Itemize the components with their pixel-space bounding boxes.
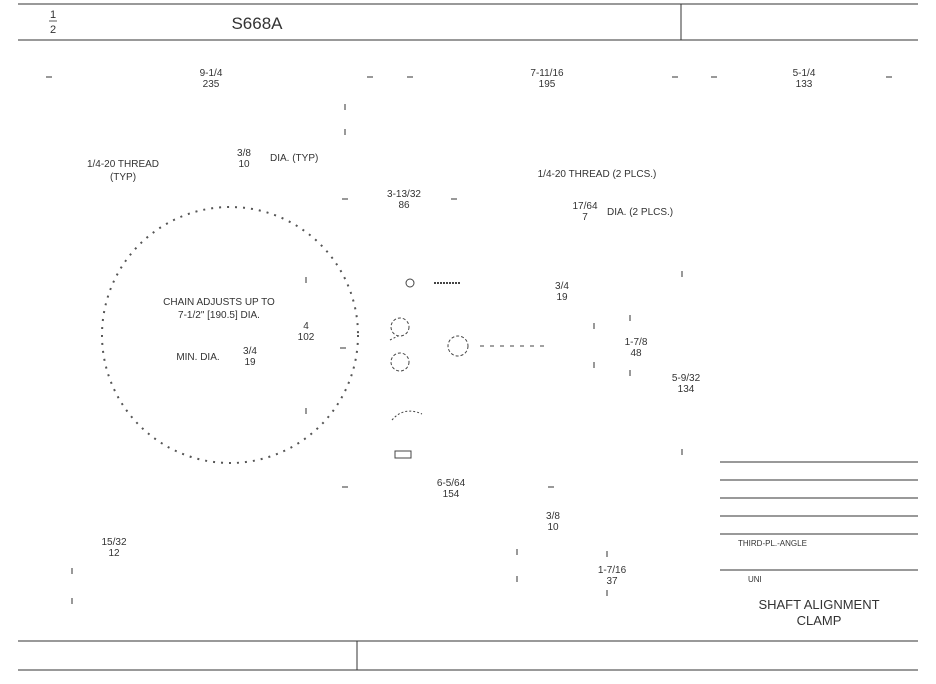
dim-label: 7-11/16 (530, 68, 564, 79)
dim-label: 235 (203, 79, 220, 90)
title-block-table (720, 461, 918, 571)
dim-label: 10 (238, 159, 250, 170)
dim-label: 195 (539, 79, 556, 90)
dim-label: 48 (630, 348, 642, 359)
dim-label: 5-9/32 (672, 373, 701, 384)
dim-label: 19 (556, 292, 568, 303)
dimension-labels: 9-1/4 235 7-11/16 195 5-1/4 133 3/8 10 3… (101, 68, 815, 587)
dim-label: 15/32 (101, 537, 126, 548)
scale-denominator: 2 (50, 24, 56, 36)
dim-label: 19 (244, 357, 256, 368)
dim-label: 3-13/32 (387, 189, 421, 200)
drawing-frame (18, 3, 918, 671)
chain-outline (101, 206, 359, 464)
note-typ: (TYP) (110, 172, 136, 183)
dim-label: 3/8 (237, 148, 251, 159)
title-block-row: UNI (748, 575, 762, 584)
dim-label: 3/4 (243, 346, 257, 357)
dim-label: 37 (606, 576, 618, 587)
dim-label: 5-1/4 (793, 68, 816, 79)
dim-label: 10 (547, 522, 559, 533)
dim-label: 1-7/8 (625, 337, 648, 348)
title-block-row: THIRD-PL.-ANGLE (738, 539, 807, 548)
dimension-ticks (46, 76, 892, 604)
dim-label: 7 (582, 212, 588, 223)
note-min-dia: MIN. DIA. (176, 352, 219, 363)
drawing-title: SHAFT ALIGNMENT (758, 597, 879, 612)
drawing-notes: 1/4-20 THREAD (TYP) DIA. (TYP) 1/4-20 TH… (87, 153, 807, 584)
dim-label: 1-7/16 (598, 565, 627, 576)
part-number: S668A (231, 14, 283, 33)
note-thread: 1/4-20 THREAD (87, 159, 159, 170)
dim-label: 154 (443, 489, 460, 500)
note-chain-dia: 7-1/2" [190.5] DIA. (178, 310, 260, 321)
note-dia-2plcs: DIA. (2 PLCS.) (607, 207, 673, 218)
dim-label: 3/4 (555, 281, 569, 292)
scale-numerator: 1 (50, 9, 56, 21)
dim-label: 134 (678, 384, 695, 395)
note-dia-typ: DIA. (TYP) (270, 153, 318, 164)
dim-label: 6-5/64 (437, 478, 466, 489)
note-thread-2plcs: 1/4-20 THREAD (2 PLCS.) (538, 169, 657, 180)
dim-label: 3/8 (546, 511, 560, 522)
dim-label: 12 (108, 548, 120, 559)
dim-label: 17/64 (572, 201, 597, 212)
dim-label: 4 (303, 321, 309, 332)
clamp-hub (389, 278, 550, 459)
dim-label: 102 (298, 332, 315, 343)
note-chain: CHAIN ADJUSTS UP TO (163, 297, 275, 308)
drawing-title: CLAMP (797, 613, 842, 628)
dim-label: 86 (398, 200, 410, 211)
dim-label: 133 (796, 79, 813, 90)
dim-label: 9-1/4 (200, 68, 223, 79)
